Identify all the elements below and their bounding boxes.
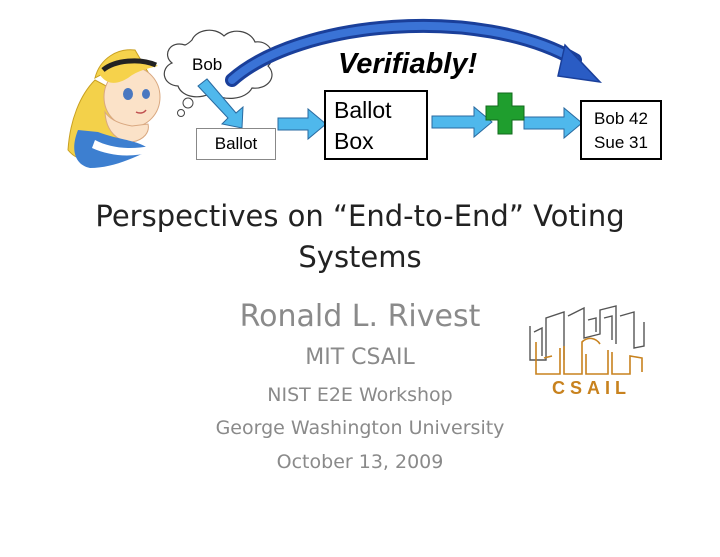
ballot-box: Ballot Box bbox=[324, 90, 428, 160]
ballot-label: Ballot bbox=[214, 134, 258, 153]
slide-title: Perspectives on “End-to-End” Voting Syst… bbox=[0, 196, 720, 278]
result-line2: Sue 31 bbox=[594, 133, 648, 152]
csail-logo-text: CSAIL bbox=[552, 378, 631, 398]
verifiably-label: Verifiably! bbox=[338, 48, 477, 80]
ballot-box-small: Ballot bbox=[196, 128, 276, 160]
voting-diagram: Bob Verifiably! bbox=[67, 18, 603, 168]
title-line2: Systems bbox=[298, 240, 422, 274]
plus-icon bbox=[485, 92, 525, 135]
ballot-box-line2: Box bbox=[334, 128, 374, 154]
plus-to-results-arrow bbox=[523, 106, 583, 140]
csail-building-accent bbox=[535, 337, 643, 375]
title-line1: Perspectives on “End-to-End” Voting bbox=[95, 199, 625, 233]
alice-illustration bbox=[67, 49, 161, 168]
event-name: NIST E2E Workshop bbox=[267, 384, 453, 406]
venue: George Washington University bbox=[215, 417, 505, 439]
verifiably-arc-arrow bbox=[225, 18, 603, 87]
ballot-to-box-arrow bbox=[277, 107, 327, 141]
results-box: Bob 42 Sue 31 bbox=[580, 100, 662, 160]
thought-cloud bbox=[163, 29, 273, 117]
csail-logo: CSAIL bbox=[529, 305, 645, 398]
result-line1: Bob 42 bbox=[594, 109, 648, 128]
thought-label: Bob bbox=[192, 55, 222, 74]
affiliation: MIT CSAIL bbox=[305, 345, 415, 370]
ballot-box-line1: Ballot bbox=[334, 97, 392, 123]
bob-to-ballot-arrow bbox=[197, 78, 244, 129]
author-name: Ronald L. Rivest bbox=[239, 299, 481, 334]
box-to-plus-arrow bbox=[431, 105, 493, 139]
date: October 13, 2009 bbox=[276, 451, 444, 473]
csail-building-outline bbox=[529, 305, 645, 361]
